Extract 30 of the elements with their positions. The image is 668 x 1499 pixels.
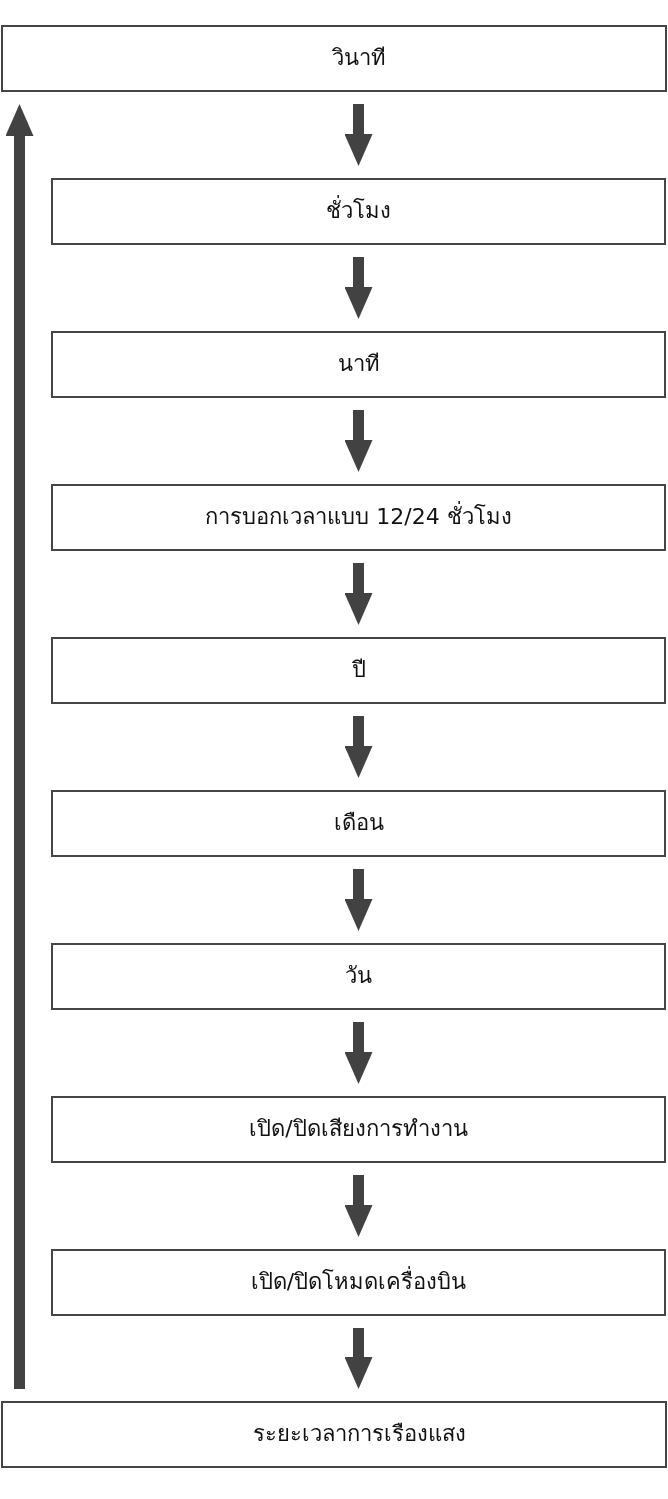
process-box xyxy=(51,484,666,551)
step-label: ระยะเวลาการเรืองแสง xyxy=(252,1420,466,1449)
process-box xyxy=(1,25,667,92)
step-label: เปิด/ปิดโหมดเครื่องบิน xyxy=(250,1268,467,1297)
step-label: วัน xyxy=(345,962,372,991)
process-box xyxy=(1,1401,667,1468)
step-label: ปี xyxy=(351,656,366,685)
process-box xyxy=(51,1096,666,1163)
arrow xyxy=(344,104,373,166)
arrow xyxy=(344,1022,373,1084)
arrow xyxy=(5,104,34,1389)
process-box xyxy=(51,1249,666,1316)
process-box xyxy=(51,331,666,398)
step-label: การบอกเวลาแบบ 12/24 ชั่วโมง xyxy=(205,503,512,532)
step-label: ชั่วโมง xyxy=(326,197,391,226)
arrow xyxy=(344,1175,373,1237)
arrow xyxy=(344,257,373,319)
arrow xyxy=(344,1328,373,1389)
process-box xyxy=(51,178,666,245)
step-label: เดือน xyxy=(333,809,384,838)
step-label: นาที xyxy=(337,350,380,379)
step-label: วินาที xyxy=(332,44,386,73)
arrow xyxy=(344,869,373,931)
process-box xyxy=(51,790,666,857)
arrow xyxy=(344,716,373,778)
step-label: เปิด/ปิดเสียงการทำงาน xyxy=(249,1115,468,1144)
process-box xyxy=(51,637,666,704)
arrow xyxy=(344,410,373,472)
process-box xyxy=(51,943,666,1010)
arrow xyxy=(344,563,373,625)
